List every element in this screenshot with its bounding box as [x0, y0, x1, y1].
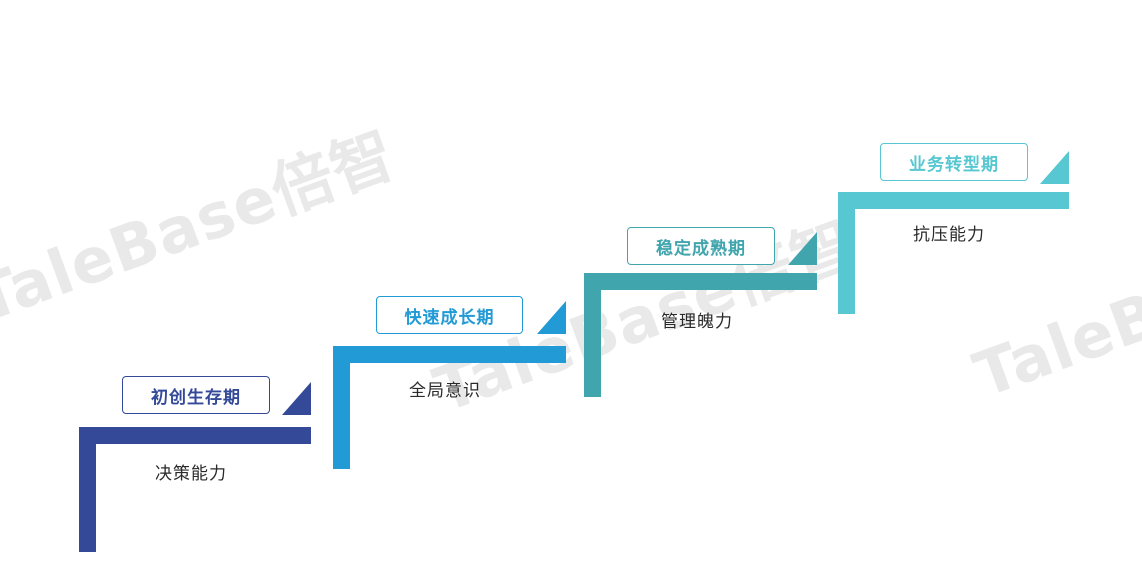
corner-triangle-icon: [1040, 151, 1069, 184]
stage-label: 稳定成熟期: [627, 227, 775, 265]
step-tread: [333, 346, 566, 363]
corner-triangle-icon: [282, 382, 311, 415]
step-riser: [584, 273, 601, 397]
step-riser: [79, 427, 96, 552]
step-tread: [79, 427, 311, 444]
stage-skill: 全局意识: [409, 381, 481, 401]
step-tread: [584, 273, 817, 290]
watermark: TaleBase倍智: [964, 192, 1142, 412]
stage-skill: 抗压能力: [913, 225, 985, 245]
stage-label: 业务转型期: [880, 143, 1028, 181]
stage-skill: 决策能力: [155, 464, 227, 484]
stage-label: 快速成长期: [376, 296, 523, 334]
corner-triangle-icon: [788, 232, 817, 265]
stage-skill: 管理魄力: [661, 312, 733, 332]
watermark: TaleBase倍智: [0, 117, 405, 337]
step-riser: [838, 192, 855, 314]
corner-triangle-icon: [537, 301, 566, 334]
step-riser: [333, 346, 350, 469]
step-tread: [838, 192, 1069, 209]
stage-label: 初创生存期: [122, 376, 270, 414]
